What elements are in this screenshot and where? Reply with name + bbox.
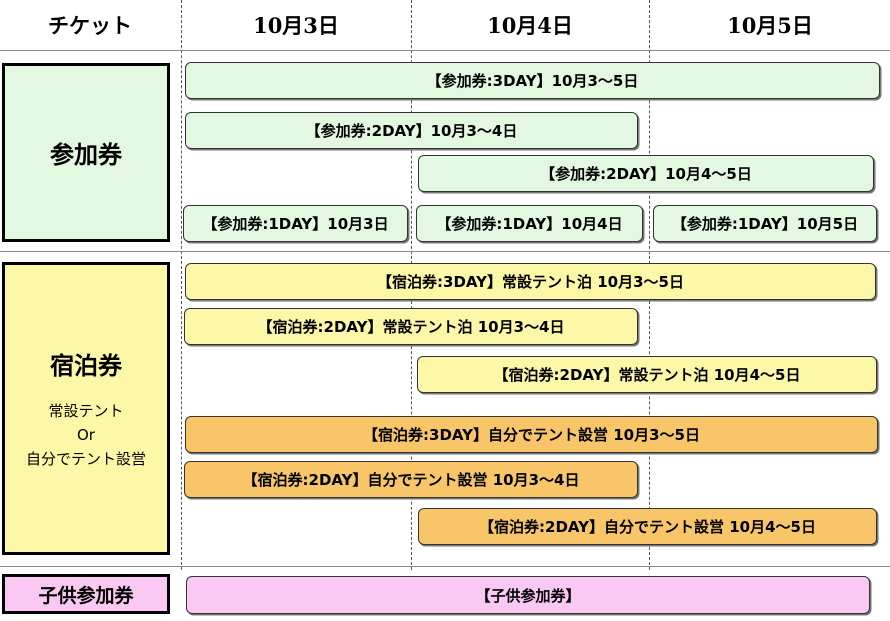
row-divider (0, 566, 890, 567)
row-divider (0, 251, 890, 252)
header-date-oct4: 10月4日 (487, 13, 573, 38)
bar-participation-2day-oct3-4: 【参加券:2DAY】10月3～4日 (185, 112, 638, 149)
bar-lodging-own-3day: 【宿泊券:3DAY】自分でテント設営 10月3～5日 (185, 416, 878, 453)
bar-participation-2day-oct4-5: 【参加券:2DAY】10月4～5日 (418, 155, 874, 192)
row-divider (0, 50, 890, 51)
bar-participation-1day-oct4: 【参加券:1DAY】10月4日 (416, 205, 643, 242)
bar-participation-1day-oct5: 【参加券:1DAY】10月5日 (653, 205, 877, 242)
bar-lodging-fixed-3day: 【宿泊券:3DAY】常設テント泊 10月3～5日 (185, 263, 876, 300)
bar-lodging-fixed-2day-oct4-5: 【宿泊券:2DAY】常設テント泊 10月4～5日 (417, 356, 877, 393)
category-child-title: 子供参加券 (38, 584, 134, 607)
header-ticket: チケット (48, 14, 132, 38)
category-child: 子供参加券 (2, 574, 170, 614)
bar-lodging-fixed-2day-oct3-4: 【宿泊券:2DAY】常設テント泊 10月3～4日 (184, 308, 638, 345)
bar-child: 【子供参加券】 (186, 576, 870, 614)
category-lodging-title: 宿泊券 (50, 352, 122, 380)
category-lodging-sub-own: 自分でテント設営 (25, 450, 146, 468)
bar-participation-3day: 【参加券:3DAY】10月3～5日 (185, 62, 880, 99)
bar-lodging-own-2day-oct3-4: 【宿泊券:2DAY】自分でテント設営 10月3～4日 (184, 461, 638, 498)
category-participation: 参加券 (2, 63, 170, 242)
category-lodging: 宿泊券 常設テント Or 自分でテント設営 (2, 262, 170, 555)
category-participation-title: 参加券 (50, 141, 122, 169)
bar-lodging-own-2day-oct4-5: 【宿泊券:2DAY】自分でテント設営 10月4～5日 (418, 508, 877, 545)
header-date-oct3: 10月3日 (253, 13, 339, 38)
category-lodging-sub-or: Or (77, 426, 95, 444)
bar-participation-1day-oct3: 【参加券:1DAY】10月3日 (183, 205, 408, 242)
header-date-oct5: 10月5日 (727, 13, 813, 38)
category-lodging-sub-fixed: 常設テント (48, 402, 124, 420)
column-divider (181, 0, 182, 570)
